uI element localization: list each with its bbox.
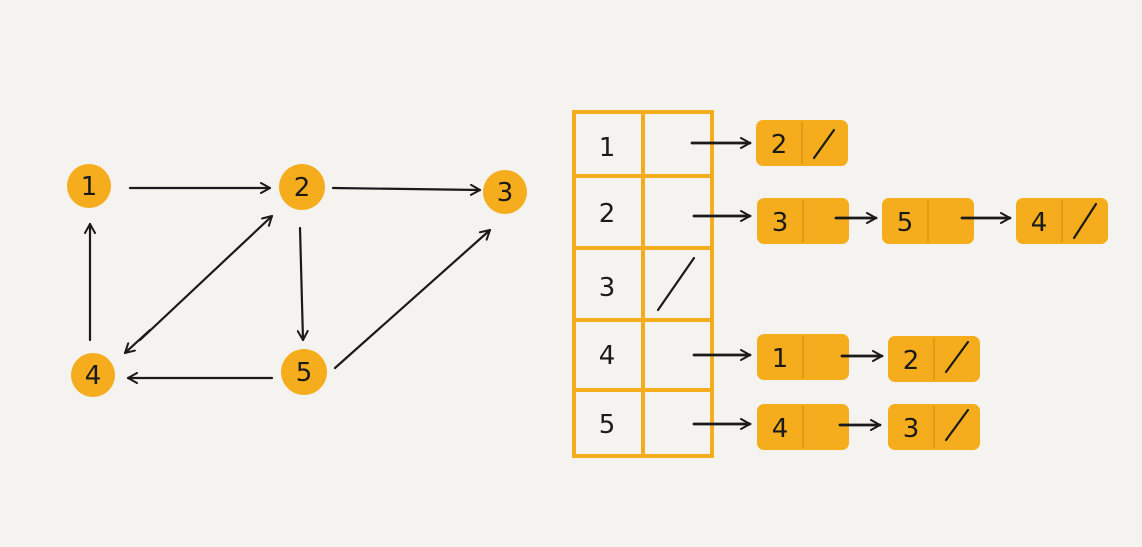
- list-node: 4: [1016, 198, 1108, 244]
- null-pointer-slash: [812, 128, 836, 160]
- list-node: 3: [888, 404, 980, 450]
- graph-node-3: 3: [483, 170, 527, 214]
- list-node: 2: [756, 120, 848, 166]
- linked-list-row-2: 3 5 4: [692, 198, 1108, 244]
- adjacency-table: 1 2 3 4 5: [572, 110, 714, 458]
- null-pointer-slash: [656, 256, 696, 312]
- edge-2-to-3: [331, 183, 482, 196]
- graph-node-1: 1: [67, 164, 111, 208]
- list-node-value: 3: [903, 414, 920, 444]
- table-grid: [572, 110, 714, 458]
- list-node: 3: [757, 198, 849, 244]
- row-vertex-label: 4: [599, 341, 616, 371]
- graph-node-4: 4: [71, 353, 115, 397]
- null-pointer-slash: [944, 340, 970, 374]
- null-pointer-slash: [1072, 202, 1098, 240]
- list-node-value: 4: [1031, 208, 1048, 238]
- node-label: 1: [81, 172, 98, 202]
- row-vertex-label: 3: [599, 273, 616, 303]
- list-node: 5: [882, 198, 974, 244]
- graph-edges: [84, 182, 492, 384]
- row-vertex-label: 2: [599, 199, 616, 229]
- node-label: 3: [497, 178, 514, 208]
- linked-list-row-1: 2: [690, 120, 848, 166]
- list-node-value: 2: [771, 130, 788, 160]
- edge-2-to-5: [296, 226, 309, 342]
- list-node: 2: [888, 336, 980, 382]
- list-node-value: 3: [772, 208, 789, 238]
- list-node: 1: [757, 334, 849, 380]
- node-label: 2: [294, 173, 311, 203]
- directed-graph: 1 2 3 4 5: [67, 164, 527, 397]
- list-node-value: 2: [903, 346, 920, 376]
- edge-4-to-2: [138, 214, 274, 342]
- list-node-value: 4: [772, 414, 789, 444]
- node-label: 4: [85, 361, 102, 391]
- list-node: 4: [757, 404, 849, 450]
- node-label: 5: [296, 358, 313, 388]
- graph-node-5: 5: [281, 349, 327, 395]
- edge-5-to-3: [333, 228, 492, 370]
- graph-node-2: 2: [279, 164, 325, 210]
- row-vertex-label: 1: [599, 133, 616, 163]
- linked-list-row-5: 4 3: [692, 404, 980, 450]
- list-node-value: 1: [772, 344, 789, 374]
- row-vertex-label: 5: [599, 410, 616, 440]
- list-node-value: 5: [897, 208, 914, 238]
- null-pointer-slash: [944, 408, 970, 442]
- linked-list-row-4: 1 2: [692, 334, 980, 382]
